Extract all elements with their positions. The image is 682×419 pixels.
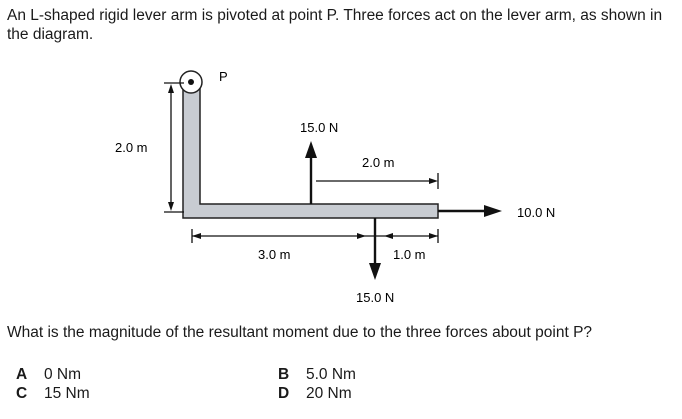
- pivot-label: P: [219, 69, 228, 84]
- bottom-dimension: [191, 229, 439, 243]
- option-c[interactable]: C 15 Nm: [16, 385, 90, 403]
- up-force-arrow: [305, 141, 317, 204]
- option-d-letter: D: [278, 385, 290, 402]
- pivot-icon: [179, 70, 203, 94]
- option-d[interactable]: D 20 Nm: [278, 385, 352, 403]
- top-dimension-label: 2.0 m: [362, 155, 395, 170]
- top-dimension: [316, 173, 439, 189]
- question-text: What is the magnitude of the resultant m…: [7, 324, 593, 341]
- option-d-text: 20 Nm: [306, 385, 352, 402]
- right-force-arrow: [438, 205, 502, 217]
- bottom-left-dimension-label: 3.0 m: [258, 247, 291, 262]
- option-b[interactable]: B 5.0 Nm: [278, 366, 356, 384]
- option-c-letter: C: [16, 385, 28, 402]
- vertical-length-label: 2.0 m: [115, 140, 148, 155]
- down-force-arrow: [369, 218, 381, 280]
- down-force-label: 15.0 N: [356, 290, 394, 305]
- option-c-text: 15 Nm: [44, 385, 90, 402]
- right-force-label: 10.0 N: [517, 205, 555, 220]
- up-force-label: 15.0 N: [300, 120, 338, 135]
- option-a-letter: A: [16, 366, 28, 383]
- option-a[interactable]: A 0 Nm: [16, 366, 81, 384]
- option-b-text: 5.0 Nm: [306, 366, 356, 383]
- option-b-letter: B: [278, 366, 290, 383]
- bottom-right-dimension-label: 1.0 m: [393, 247, 426, 262]
- option-a-text: 0 Nm: [44, 366, 82, 383]
- vertical-dimension: [164, 82, 184, 213]
- intro-text: An L-shaped rigid lever arm is pivoted a…: [7, 7, 663, 43]
